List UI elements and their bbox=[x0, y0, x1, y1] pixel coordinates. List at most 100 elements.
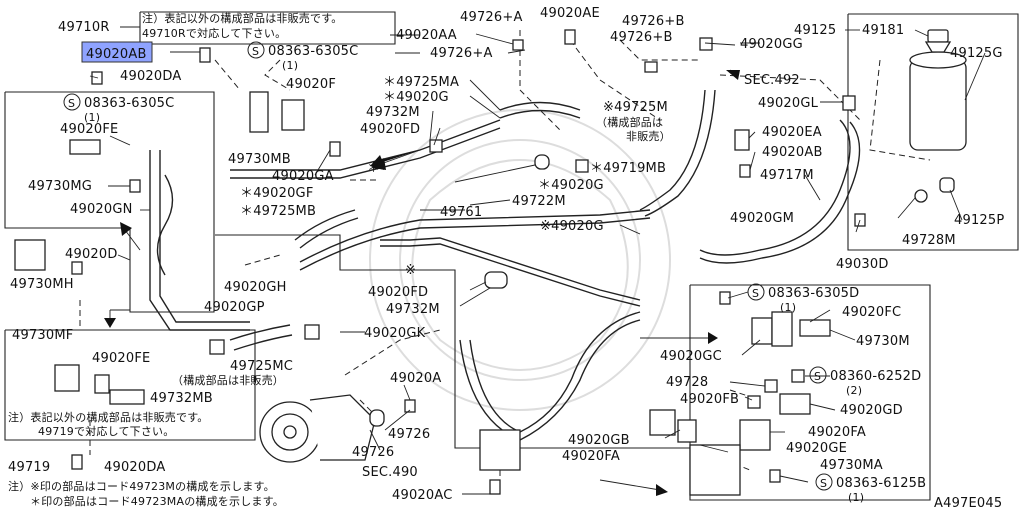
note-49725M-1: （構成部品は bbox=[596, 115, 663, 129]
label-49125P[interactable]: 49125P bbox=[954, 213, 1004, 228]
reservoir-group-box bbox=[847, 13, 1019, 251]
label-star: ＊ bbox=[367, 161, 380, 176]
label-49020D[interactable]: 49020D bbox=[65, 247, 118, 262]
note-top-line-2: 49710Rで対応して下さい。 bbox=[142, 26, 286, 40]
label-08363-6305D[interactable]: 08363-6305D bbox=[768, 286, 859, 301]
label-49020G-c[interactable]: ※49020G bbox=[540, 219, 604, 234]
circle-s-icon-b: S bbox=[252, 45, 259, 58]
diagram-id: A497E045 bbox=[934, 496, 1002, 510]
label-49717M[interactable]: 49717M bbox=[760, 168, 814, 183]
label-49020DA-top[interactable]: 49020DA bbox=[120, 69, 181, 84]
label-49030D[interactable]: 49030D bbox=[836, 257, 889, 272]
label-49020GC[interactable]: 49020GC bbox=[660, 349, 722, 364]
labels: 49710R 注）表記以外の構成部品は非販売です。 49710Rで対応して下さい… bbox=[8, 6, 1004, 510]
label-49761[interactable]: 49761 bbox=[440, 205, 482, 220]
label-08363-6305C-a[interactable]: 08363-6305C bbox=[84, 96, 174, 111]
label-49020GE[interactable]: 49020GE bbox=[786, 441, 847, 456]
label-49728M[interactable]: 49728M bbox=[902, 233, 956, 248]
label-49020F[interactable]: 49020F bbox=[286, 77, 336, 92]
label-49020GL[interactable]: 49020GL bbox=[758, 96, 819, 111]
qty-08363-6305C-b: (1) bbox=[282, 59, 298, 72]
label-08360-6252D[interactable]: 08360-6252D bbox=[830, 369, 921, 384]
label-49020GB[interactable]: 49020GB bbox=[568, 433, 630, 448]
label-49710R[interactable]: 49710R bbox=[58, 20, 110, 35]
label-49719MB[interactable]: ＊49719MB bbox=[590, 161, 666, 176]
arrow-icon-1 bbox=[370, 150, 420, 170]
label-49020FD-mid[interactable]: 49020FD bbox=[368, 285, 428, 300]
label-49732MB[interactable]: 49732MB bbox=[150, 391, 213, 406]
label-49719[interactable]: 49719 bbox=[8, 460, 50, 475]
label-49020FC[interactable]: 49020FC bbox=[842, 305, 901, 320]
label-49726B-2[interactable]: 49726+B bbox=[610, 30, 673, 45]
label-49181[interactable]: 49181 bbox=[862, 23, 904, 38]
label-49020AB-highlighted[interactable]: 49020AB bbox=[86, 47, 147, 62]
label-49730MA[interactable]: 49730MA bbox=[820, 458, 883, 473]
label-49020GM[interactable]: 49020GM bbox=[730, 211, 794, 226]
label-08363-6125B[interactable]: 08363-6125B bbox=[836, 476, 926, 491]
label-49730M[interactable]: 49730M bbox=[856, 334, 910, 349]
label-49725MA[interactable]: ＊49725MA bbox=[383, 75, 459, 90]
label-49020FD-top[interactable]: 49020FD bbox=[360, 122, 420, 137]
label-49020GA[interactable]: 49020GA bbox=[272, 169, 334, 184]
label-49020FE-left[interactable]: 49020FE bbox=[60, 122, 118, 137]
watermark bbox=[369, 109, 671, 411]
parts bbox=[14, 29, 967, 496]
pipes bbox=[149, 89, 861, 441]
label-49722M[interactable]: 49722M bbox=[512, 194, 566, 209]
footnote-line-2: ＊印の部品はコード49723MAの構成を示します。 bbox=[30, 494, 284, 508]
label-49020FE-bottom[interactable]: 49020FE bbox=[92, 351, 150, 366]
label-49125[interactable]: 49125 bbox=[794, 23, 836, 38]
circle-s-icon-d: S bbox=[814, 370, 821, 383]
top-left-group-box bbox=[139, 11, 396, 45]
label-49725M[interactable]: ※49725M bbox=[603, 100, 668, 115]
label-49732M-top[interactable]: 49732M bbox=[366, 105, 420, 120]
label-49020AC[interactable]: 49020AC bbox=[392, 488, 453, 503]
label-49020AB-right[interactable]: 49020AB bbox=[762, 145, 823, 160]
label-49728[interactable]: 49728 bbox=[666, 375, 708, 390]
power-steering-pump-icon bbox=[259, 394, 376, 463]
label-49125G[interactable]: 49125G bbox=[950, 46, 1003, 61]
note-bottom-line-1: 注）表記以外の構成部品は非販売です。 bbox=[8, 410, 209, 424]
label-49020FA-right[interactable]: 49020FA bbox=[808, 425, 866, 440]
label-49726B-1[interactable]: 49726+B bbox=[622, 14, 685, 29]
label-49020GD[interactable]: 49020GD bbox=[840, 403, 903, 418]
label-49725MC[interactable]: 49725MC bbox=[230, 359, 293, 374]
label-49020AA[interactable]: 49020AA bbox=[396, 28, 457, 43]
label-sec492[interactable]: SEC.492 bbox=[744, 73, 800, 88]
label-49020EA[interactable]: 49020EA bbox=[762, 125, 822, 140]
label-49020DA-bottom[interactable]: 49020DA bbox=[104, 460, 165, 475]
circle-s-icon-c: S bbox=[752, 287, 759, 300]
label-49020FA-left[interactable]: 49020FA bbox=[562, 449, 620, 464]
label-49020G-b[interactable]: ＊49020G bbox=[538, 178, 604, 193]
left-group-box bbox=[4, 91, 215, 313]
note-top-line-1: 注）表記以外の構成部品は非販売です。 bbox=[142, 11, 343, 25]
qty-08360-6252D: (2) bbox=[846, 384, 862, 397]
label-49730MG[interactable]: 49730MG bbox=[28, 179, 92, 194]
label-49020GG[interactable]: 49020GG bbox=[740, 37, 803, 52]
qty-08363-6305D: (1) bbox=[780, 301, 796, 314]
label-49020GK[interactable]: 49020GK bbox=[364, 326, 426, 341]
label-49726A-2[interactable]: 49726+A bbox=[430, 46, 493, 61]
label-49020A[interactable]: 49020A bbox=[390, 371, 441, 386]
label-49730MF[interactable]: 49730MF bbox=[12, 328, 73, 343]
label-49020G-a[interactable]: ＊49020G bbox=[383, 90, 449, 105]
label-49020GF[interactable]: ＊49020GF bbox=[240, 186, 314, 201]
label-49020GN[interactable]: 49020GN bbox=[70, 202, 133, 217]
label-49020AE[interactable]: 49020AE bbox=[540, 6, 600, 21]
footnote-line-1: 注）※印の部品はコード49723Mの構成を示します。 bbox=[8, 479, 275, 493]
label-49020GH[interactable]: 49020GH bbox=[224, 280, 287, 295]
label-08363-6305C-b[interactable]: 08363-6305C bbox=[268, 44, 358, 59]
label-49732M-mid[interactable]: 49732M bbox=[386, 302, 440, 317]
label-49730MB[interactable]: 49730MB bbox=[228, 152, 291, 167]
highlight-49020AB bbox=[81, 41, 153, 63]
label-49730MH[interactable]: 49730MH bbox=[10, 277, 74, 292]
circle-s-icon-e: S bbox=[820, 477, 827, 490]
label-49020FB[interactable]: 49020FB bbox=[680, 392, 739, 407]
label-49726A-1[interactable]: 49726+A bbox=[460, 10, 523, 25]
label-49020GP[interactable]: 49020GP bbox=[204, 300, 265, 315]
label-sec490[interactable]: SEC.490 bbox=[362, 465, 418, 480]
label-49726-b[interactable]: 49726 bbox=[352, 445, 394, 460]
label-49725MB[interactable]: ＊49725MB bbox=[240, 204, 316, 219]
label-49726-a[interactable]: 49726 bbox=[388, 427, 430, 442]
